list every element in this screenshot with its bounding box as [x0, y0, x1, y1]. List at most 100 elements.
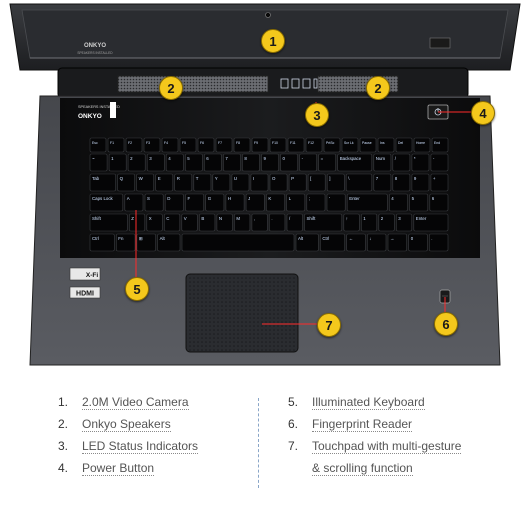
keyboard-key: /	[286, 213, 303, 232]
keyboard-key: End	[431, 137, 449, 153]
keyboard-key: *	[411, 153, 430, 172]
keyboard-key-cap	[307, 173, 326, 192]
keyboard-key-cap	[179, 137, 197, 153]
keyboard-key-label: .	[271, 216, 272, 221]
keyboard-key: F4	[161, 137, 179, 153]
legend-link-power-button[interactable]: Power Button	[82, 461, 155, 476]
keyboard-key-label: ;	[309, 196, 310, 201]
keyboard-key-label: Enter	[416, 216, 427, 221]
keyboard-key-cap	[136, 173, 155, 192]
touchpad	[185, 273, 299, 353]
keyboard-key-cap	[129, 213, 146, 232]
legend-item: 1. 2.0M Video Camera	[58, 392, 198, 414]
keyboard-key-label: F10	[272, 141, 278, 145]
keyboard-key-cap	[366, 233, 387, 252]
legend-item: & scrolling function	[288, 458, 461, 480]
keyboard-key-cap	[117, 173, 135, 192]
keyboard-key-cap	[280, 153, 298, 172]
keyboard-key-cap	[266, 193, 285, 212]
keyboard-key-cap	[428, 233, 449, 252]
callout-touchpad: 7	[317, 313, 341, 337]
legend-number: 4.	[58, 461, 69, 475]
keyboard-key-label: 9	[414, 176, 417, 181]
keyboard-key: I	[250, 173, 269, 192]
keyboard-key	[181, 233, 295, 252]
keyboard-key-label: F	[188, 196, 191, 201]
keyboard-key: F6	[197, 137, 215, 153]
keyboard-key-cap	[245, 193, 265, 212]
keyboard-key: J	[245, 193, 265, 212]
keyboard-key: ↑	[343, 213, 360, 232]
keyboard-key-label: PrtSc	[326, 141, 335, 145]
keyboard-key: 0	[408, 233, 428, 252]
keyboard-key-cap	[409, 193, 429, 212]
keyboard-key-cap	[373, 153, 392, 172]
keyboard-key-cap	[215, 137, 233, 153]
keyboard-key-label: Num	[376, 156, 386, 161]
keyboard-key-label: R	[177, 176, 180, 181]
keyboard-key-cap	[343, 213, 360, 232]
legend-link-camera[interactable]: 2.0M Video Camera	[82, 395, 189, 410]
keyboard-key: A	[124, 193, 144, 212]
keyboard-key-label: ]	[329, 176, 330, 181]
keyboard-key-cap	[261, 153, 279, 172]
legend-item: 7. Touchpad with multi-gesture	[288, 436, 462, 458]
keyboard-key: N	[216, 213, 233, 232]
keyboard-key-cap	[231, 173, 250, 192]
keyboard-key: Shift	[304, 213, 343, 232]
keyboard-key-label: 4	[168, 156, 171, 161]
legend-link-speakers[interactable]: Onkyo Speakers	[82, 417, 171, 432]
keyboard-key-cap	[392, 153, 411, 172]
keyboard-key-cap	[143, 137, 161, 153]
keyboard-key-cap	[181, 233, 295, 252]
keyboard-key-label: 7	[376, 176, 379, 181]
speaker-logo-icon	[110, 102, 116, 118]
speaker-left	[117, 75, 269, 93]
keyboard-key-cap	[269, 213, 286, 232]
keyboard-key: 4	[388, 193, 408, 212]
keyboard-key-cap	[107, 137, 125, 153]
keyboard-key-cap	[89, 193, 124, 212]
keyboard-key: U	[231, 173, 250, 192]
keyboard-key: 3	[146, 153, 165, 172]
keyboard-key: '	[326, 193, 346, 212]
keyboard-key: ←	[346, 233, 366, 252]
keyboard-key: ]	[326, 173, 345, 192]
keyboard-key: 1	[360, 213, 378, 232]
keyboard-key-cap	[216, 213, 233, 232]
keyboard-key-cap	[318, 153, 337, 172]
legend-link-fingerprint-reader[interactable]: Fingerprint Reader	[312, 417, 413, 432]
keyboard-key-label: ↓	[369, 236, 371, 241]
keyboard-key-cap	[378, 213, 395, 232]
keyboard-key-cap	[146, 213, 163, 232]
keyboard-key: 8	[392, 173, 411, 192]
keyboard-key: F7	[215, 137, 233, 153]
keyboard-key-cap	[157, 233, 181, 252]
keyboard-key-cap	[185, 193, 205, 212]
bezel-badge	[429, 37, 451, 49]
keyboard-key: Y	[212, 173, 231, 192]
keyboard-key-label: X	[149, 216, 152, 221]
legend-link-keyboard[interactable]: Illuminated Keyboard	[312, 395, 425, 410]
legend-link-touchpad-continued[interactable]: & scrolling function	[312, 461, 413, 476]
legend-link-touchpad[interactable]: Touchpad with multi-gesture	[312, 439, 462, 454]
keyboard-key-label: Y	[215, 176, 218, 181]
keyboard-key-cap	[161, 137, 179, 153]
keyboard-key-cap	[108, 153, 127, 172]
keyboard-key: F10	[269, 137, 287, 153]
keyboard-key: F9	[251, 137, 269, 153]
keyboard-key: D	[164, 193, 184, 212]
keyboard-key-cap	[326, 173, 345, 192]
legend-item: 6. Fingerprint Reader	[288, 414, 461, 436]
legend-link-led-indicators[interactable]: LED Status Indicators	[82, 439, 199, 454]
keyboard-key-label: Ctrl	[92, 236, 99, 241]
keyboard-key: F12	[305, 137, 323, 153]
legend-number: 5.	[288, 395, 299, 409]
legend-number: 7.	[288, 439, 299, 453]
keyboard-key-cap	[269, 137, 287, 153]
keyboard-key-label: Caps Lock	[92, 196, 114, 201]
keyboard-key: S	[144, 193, 164, 212]
keyboard-key: F8	[233, 137, 251, 153]
keyboard-key-cap	[89, 173, 116, 192]
keyboard-key: Enter	[346, 193, 388, 212]
